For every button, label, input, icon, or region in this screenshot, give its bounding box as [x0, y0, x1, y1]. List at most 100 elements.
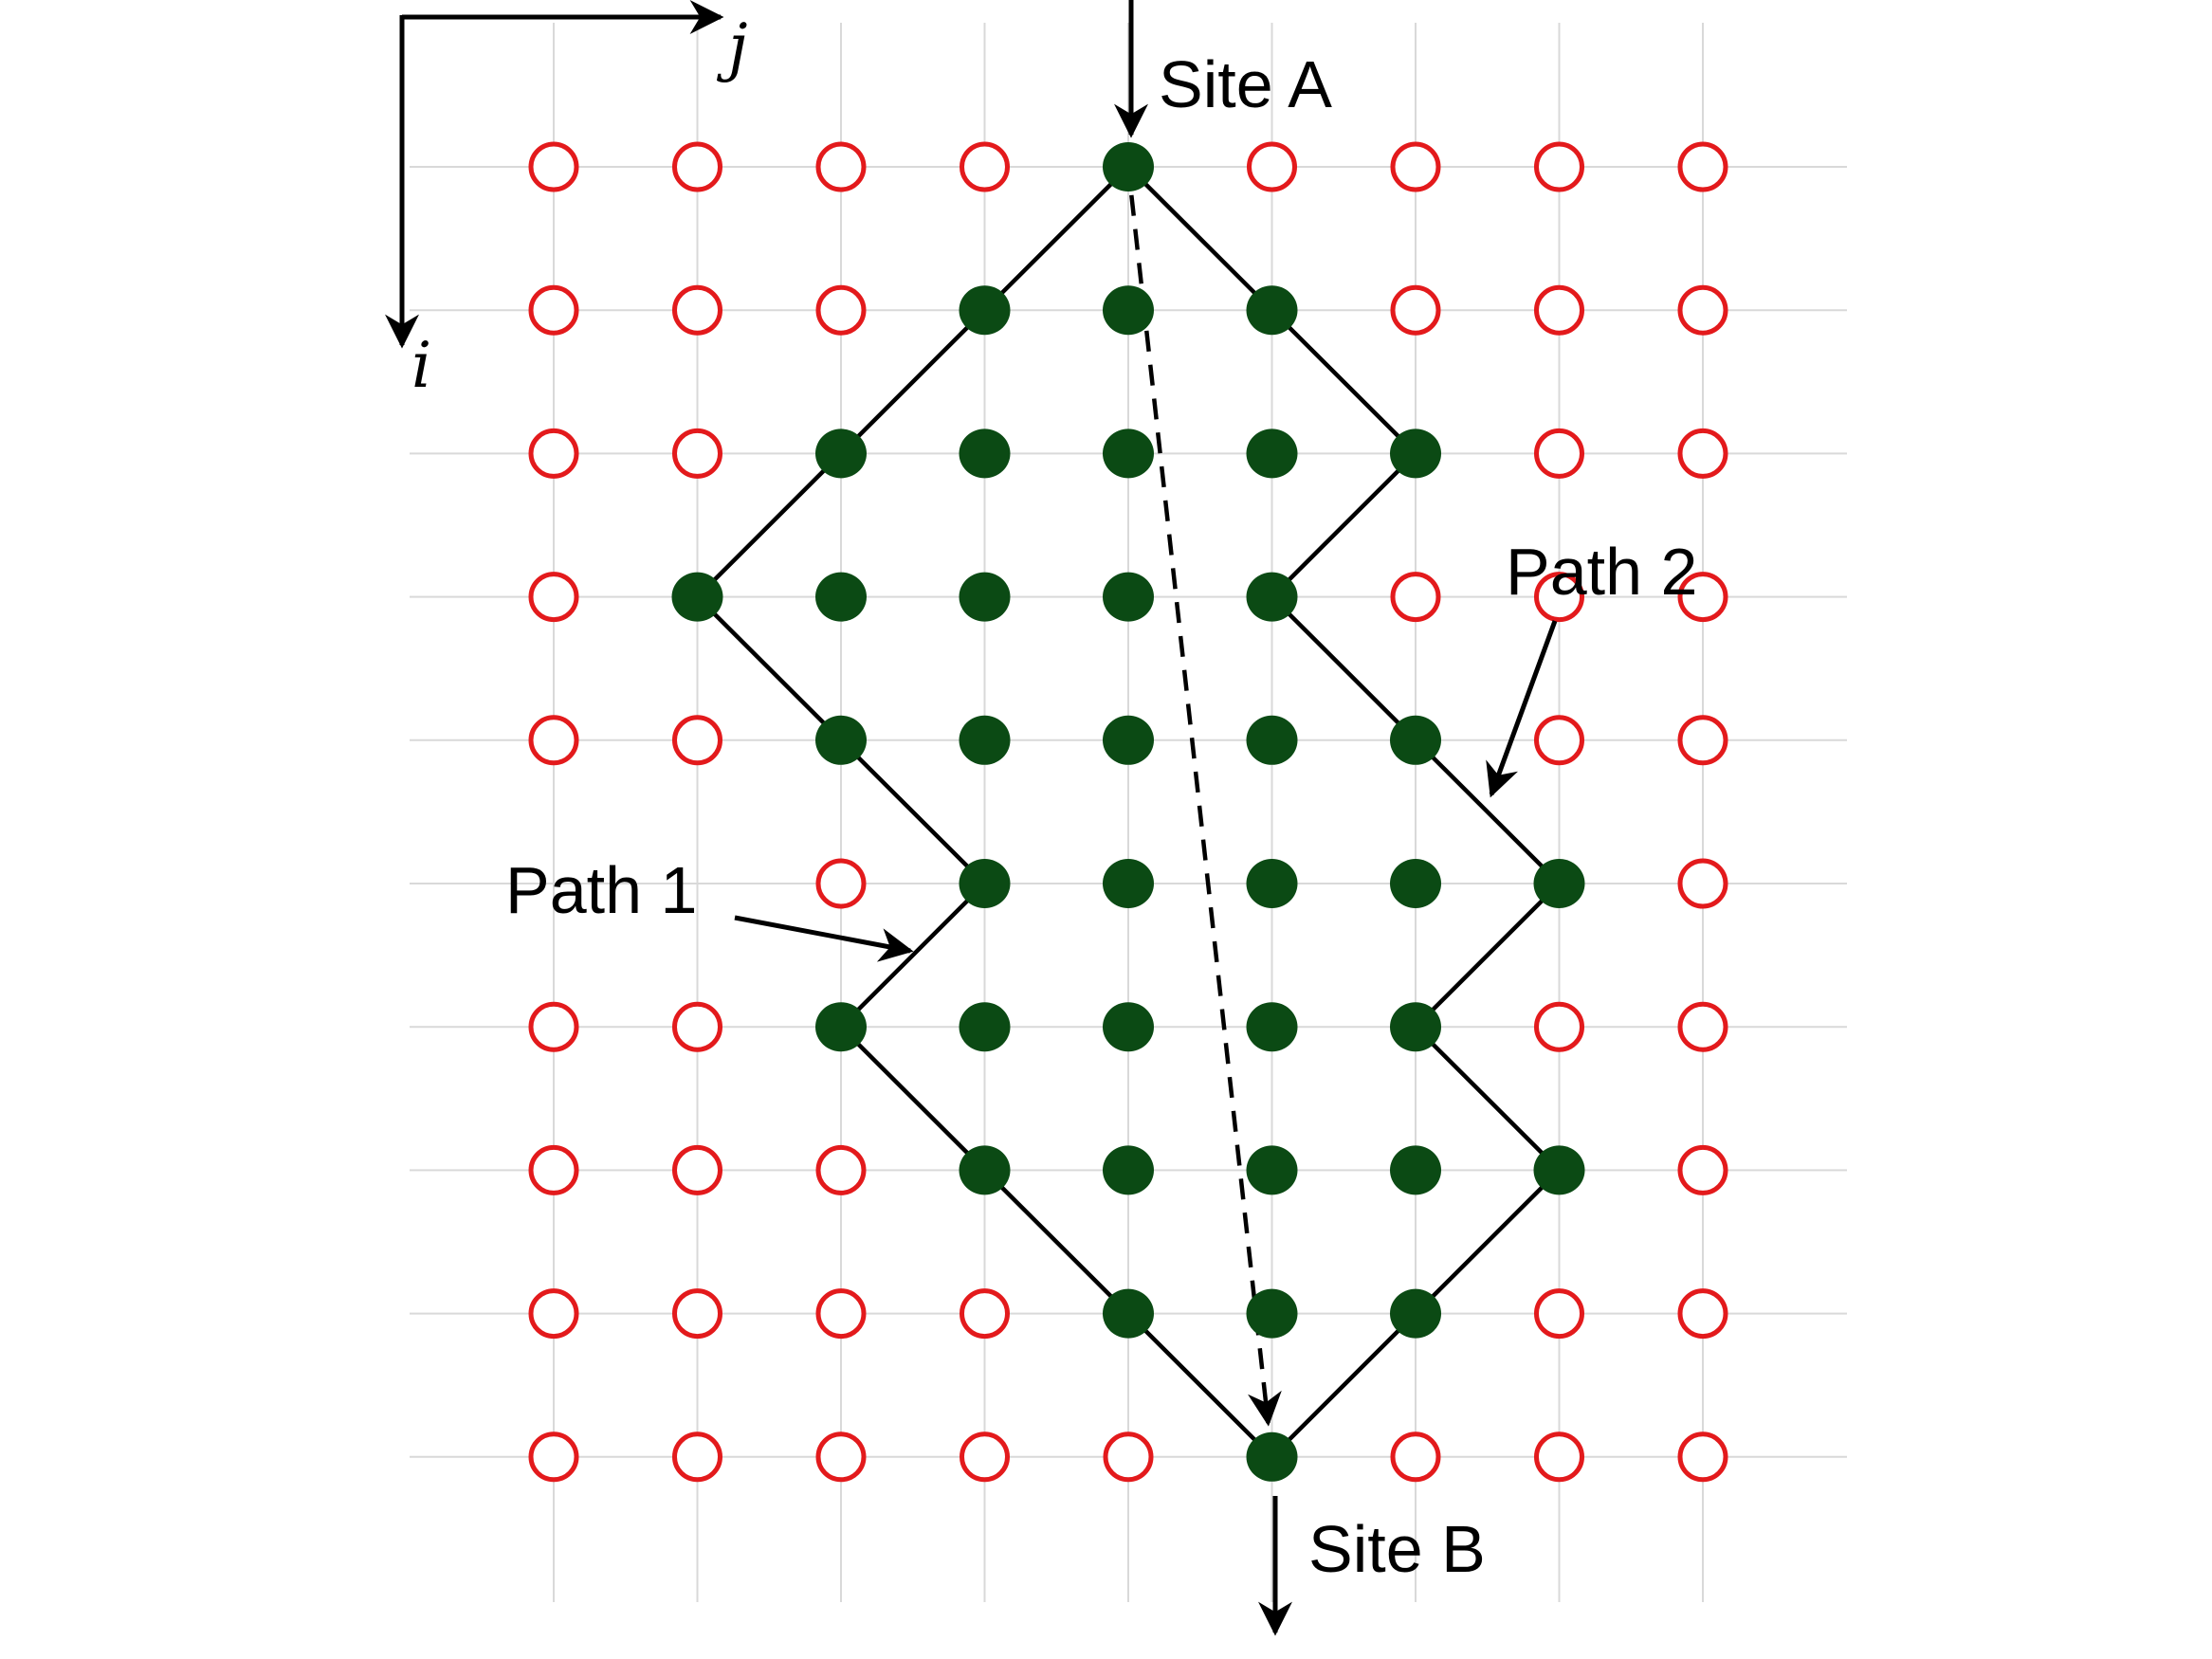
empty-site	[960, 1431, 1010, 1483]
occupied-site	[815, 572, 867, 622]
i-axis-label: i	[411, 329, 431, 402]
occupied-site	[1533, 1145, 1585, 1195]
empty-site	[528, 572, 579, 623]
empty-site	[1534, 284, 1584, 336]
empty-site	[815, 141, 867, 192]
occupied-site	[1390, 1288, 1441, 1339]
occupied-site	[959, 715, 1011, 765]
occupied-site	[815, 1002, 867, 1052]
empty-site	[1534, 1431, 1584, 1483]
occupied-site	[815, 715, 867, 765]
occupied-site	[1390, 428, 1441, 479]
empty-site	[1534, 428, 1584, 479]
occupied-site	[1246, 428, 1298, 479]
empty-site	[672, 1288, 722, 1340]
empty-site	[1534, 715, 1584, 766]
path-2-line	[1126, 165, 1562, 1459]
site-b-label: Site B	[1308, 1512, 1486, 1586]
occupied-site	[1246, 1145, 1298, 1195]
empty-site	[1390, 1431, 1441, 1483]
empty-site	[672, 1144, 722, 1195]
occupied-site	[1390, 715, 1441, 765]
empty-site	[672, 1001, 722, 1052]
empty-site	[1534, 1288, 1584, 1340]
empty-site	[960, 141, 1010, 192]
site-a-label: Site A	[1159, 47, 1332, 121]
empty-site	[1247, 141, 1297, 192]
occupied-site	[959, 859, 1011, 908]
empty-site	[1103, 1431, 1154, 1483]
axes-indicator: j i	[385, 0, 747, 402]
occupied-site	[1103, 1288, 1154, 1339]
paths	[695, 165, 1562, 1459]
empty-site	[815, 284, 867, 336]
occupied-site	[1103, 715, 1154, 765]
empty-site	[672, 1431, 722, 1483]
empty-site	[815, 1144, 867, 1195]
empty-site	[528, 715, 579, 766]
empty-site	[672, 428, 722, 479]
grid-lines	[410, 23, 1847, 1602]
occupied-site	[1390, 1002, 1441, 1052]
empty-site	[672, 284, 722, 336]
empty-site	[528, 141, 579, 192]
occupied-site	[1103, 142, 1154, 191]
occupied-site	[1246, 1288, 1298, 1339]
empty-site	[1677, 572, 1728, 623]
empty-site	[1534, 572, 1584, 623]
empty-site	[1677, 141, 1728, 192]
j-axis-label: j	[716, 10, 747, 83]
occupied-site	[1246, 1431, 1298, 1482]
empty-site	[528, 1001, 579, 1052]
empty-site	[1534, 141, 1584, 192]
empty-site	[1677, 1144, 1728, 1195]
occupied-site	[1246, 572, 1298, 622]
occupied-site	[1246, 859, 1298, 908]
occupied-site	[1103, 1145, 1154, 1195]
occupied-site	[959, 285, 1011, 336]
path-2-label: Path 2	[1506, 535, 1697, 609]
empty-site	[672, 141, 722, 192]
empty-site	[1677, 1288, 1728, 1340]
empty-site	[672, 715, 722, 766]
empty-site	[960, 1288, 1010, 1340]
path-1-pointer	[734, 915, 914, 962]
empty-site	[1677, 1431, 1728, 1483]
empty-site	[1390, 572, 1441, 623]
occupied-site	[959, 1002, 1011, 1052]
occupied-site	[1103, 285, 1154, 336]
empty-site	[528, 1288, 579, 1340]
occupied-site	[1390, 859, 1441, 908]
path-1-label: Path 1	[505, 853, 697, 927]
empty-site	[1677, 715, 1728, 766]
occupied-site	[1246, 715, 1298, 765]
empty-site	[528, 1431, 579, 1483]
occupied-site	[1533, 859, 1585, 908]
occupied-site	[1103, 428, 1154, 479]
occupied-site	[1246, 285, 1298, 336]
empty-site	[528, 428, 579, 479]
empty-site	[1677, 858, 1728, 909]
path-1-line	[695, 165, 1274, 1459]
direct-path-line	[1129, 194, 1282, 1427]
occupied-site	[1103, 1002, 1154, 1052]
occupied-site	[1103, 572, 1154, 622]
empty-site	[1534, 1001, 1584, 1052]
occupied-site	[959, 572, 1011, 622]
empty-site	[1390, 141, 1441, 192]
empty-site	[815, 1288, 867, 1340]
occupied-site	[1103, 859, 1154, 908]
occupied-site	[815, 428, 867, 479]
lattice-sites	[528, 141, 1728, 1483]
empty-site	[528, 284, 579, 336]
occupied-site	[959, 428, 1011, 479]
empty-site	[528, 1144, 579, 1195]
path-2-pointer	[1486, 620, 1558, 798]
empty-site	[815, 1431, 867, 1483]
occupied-site	[1246, 1002, 1298, 1052]
occupied-site	[671, 572, 723, 622]
occupied-site	[959, 1145, 1011, 1195]
empty-site	[1677, 284, 1728, 336]
occupied-site	[1390, 1145, 1441, 1195]
